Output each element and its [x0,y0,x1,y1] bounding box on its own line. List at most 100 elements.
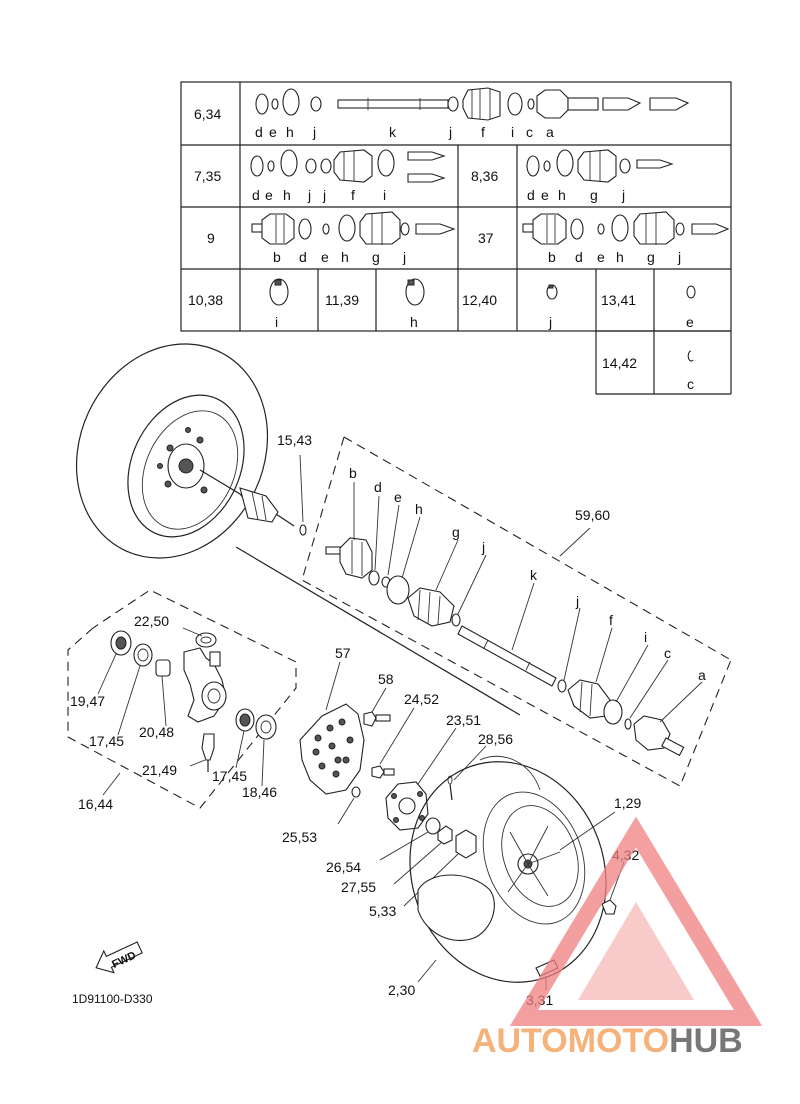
hub-23-51 [385,727,457,831]
row3-right-letter-e: e [597,249,605,265]
row2-right-letter-j: j [621,187,625,203]
callout-22-50: 22,50 [134,613,169,629]
callout-24-52: 24,52 [404,691,439,707]
row2-right-letter-h: h [558,187,566,203]
cotter-pin-28-56 [447,745,487,801]
shaft-letter-d: d [374,479,382,495]
clip-15-43 [299,454,307,536]
callout-18-46: 18,46 [242,784,277,800]
callout-26-54: 26,54 [326,859,361,875]
row2-ref-left: 7,35 [194,168,221,184]
row3-left-letter-e: e [321,249,329,265]
diagram-code: 1D91100-D330 [72,992,153,1006]
callout-17-45-b: 17,45 [212,768,247,784]
row3-left-letter-g: g [372,249,380,265]
circlip-e-icon [686,285,696,299]
nut-4-32 [601,861,625,915]
row2-left-parts-icon [250,149,446,183]
callout-25-53: 25,53 [282,829,317,845]
callout-59-60: 59,60 [575,507,610,523]
knuckle-parts [110,630,277,772]
driveshaft-group-outline-top [343,436,732,661]
callout-5-33: 5,33 [369,903,396,919]
shaft-letter-b: b [349,465,357,481]
row3-left-letter-j: j [402,249,406,265]
row1-letter-j1: j [312,124,316,140]
watermark-text: AUTOMOTOHUB [472,1022,743,1060]
row3-left-parts-icon [251,211,456,245]
shaft-letter-e: e [394,489,402,505]
axis-line [235,546,521,716]
callout-15-43: 15,43 [277,432,312,448]
row3-right-parts-icon [522,211,730,245]
callout-16-44: 16,44 [78,796,113,812]
row1-letter-h: h [286,124,294,140]
row4-ref-1: 10,38 [188,292,223,308]
row2-right-parts-icon [526,149,674,183]
callout-23-51: 23,51 [446,712,481,728]
bolt-58 [363,687,391,727]
bolt-24-52 [371,707,415,779]
knuckle-group-outline [67,589,297,809]
shaft-letter-f: f [609,612,613,628]
row2-right-letter-d: d [527,187,535,203]
clamp-j-icon [546,284,558,300]
driveshaft-leaders [353,482,703,723]
row3-left-letter-b: b [273,249,281,265]
row3-right-letter-d: d [575,249,583,265]
row2-left-letter-j1: j [307,187,311,203]
assembled-wheel [75,343,295,559]
shaft-letter-k: k [530,567,538,583]
row2-left-letter-f: f [351,187,355,203]
shaft-letter-i: i [644,629,647,645]
knuckle-leaders [97,627,265,796]
callout-27-55: 27,55 [341,879,376,895]
clamp-i-icon [269,278,289,306]
row3-right-letter-g: g [647,249,655,265]
callout-1-29: 1,29 [614,795,641,811]
callout-28-56: 28,56 [478,731,513,747]
brake-disc [299,661,365,795]
row4-ref-4: 13,41 [601,292,636,308]
circlip-25-53 [337,786,361,825]
row4-letter-1: i [275,314,278,330]
row2-right-letter-g: g [590,187,598,203]
shaft-letter-a: a [698,667,706,683]
row1-letter-k: k [389,124,397,140]
clamp-h-icon [405,278,425,306]
row3-left-letter-d: d [299,249,307,265]
row2-left-letter-i: i [383,187,386,203]
shaft-letter-h: h [415,501,423,517]
callout-17-45-a: 17,45 [89,733,124,749]
driveshaft-parts [325,537,685,757]
row1-letter-f: f [481,124,485,140]
row1-letter-c: c [526,124,533,140]
row2-left-letter-e: e [265,187,273,203]
callout-21-49: 21,49 [142,762,177,778]
row2-ref-right: 8,36 [471,168,498,184]
row3-ref-right: 37 [478,230,494,246]
row3-ref-left: 9 [207,230,215,246]
parts-table: 6,34 d e h j k j f i c a [180,81,732,395]
row3-right-letter-j: j [677,249,681,265]
row3-right-letter-h: h [616,249,624,265]
watermark-part2: HUB [669,1022,743,1060]
row3-right-letter-b: b [548,249,556,265]
watermark-logo-icon [509,816,763,1026]
washer-26-54 [379,817,441,861]
row2-right-letter-e: e [541,187,549,203]
nut-27-55 [393,825,453,885]
row1-parts-icon [255,87,690,121]
callout-20-48: 20,48 [139,724,174,740]
row1-letter-a: a [546,124,554,140]
row1-letter-i: i [511,124,514,140]
driveshaft-group-outline [301,436,732,787]
callout-19-47: 19,47 [70,693,105,709]
row2-left-letter-h: h [283,187,291,203]
row1-letter-d: d [255,124,263,140]
shaft-letter-j1: j [481,539,485,555]
callout-2-30: 2,30 [388,982,415,998]
shaft-letter-j2: j [575,593,579,609]
row4-letter-2: h [410,314,418,330]
